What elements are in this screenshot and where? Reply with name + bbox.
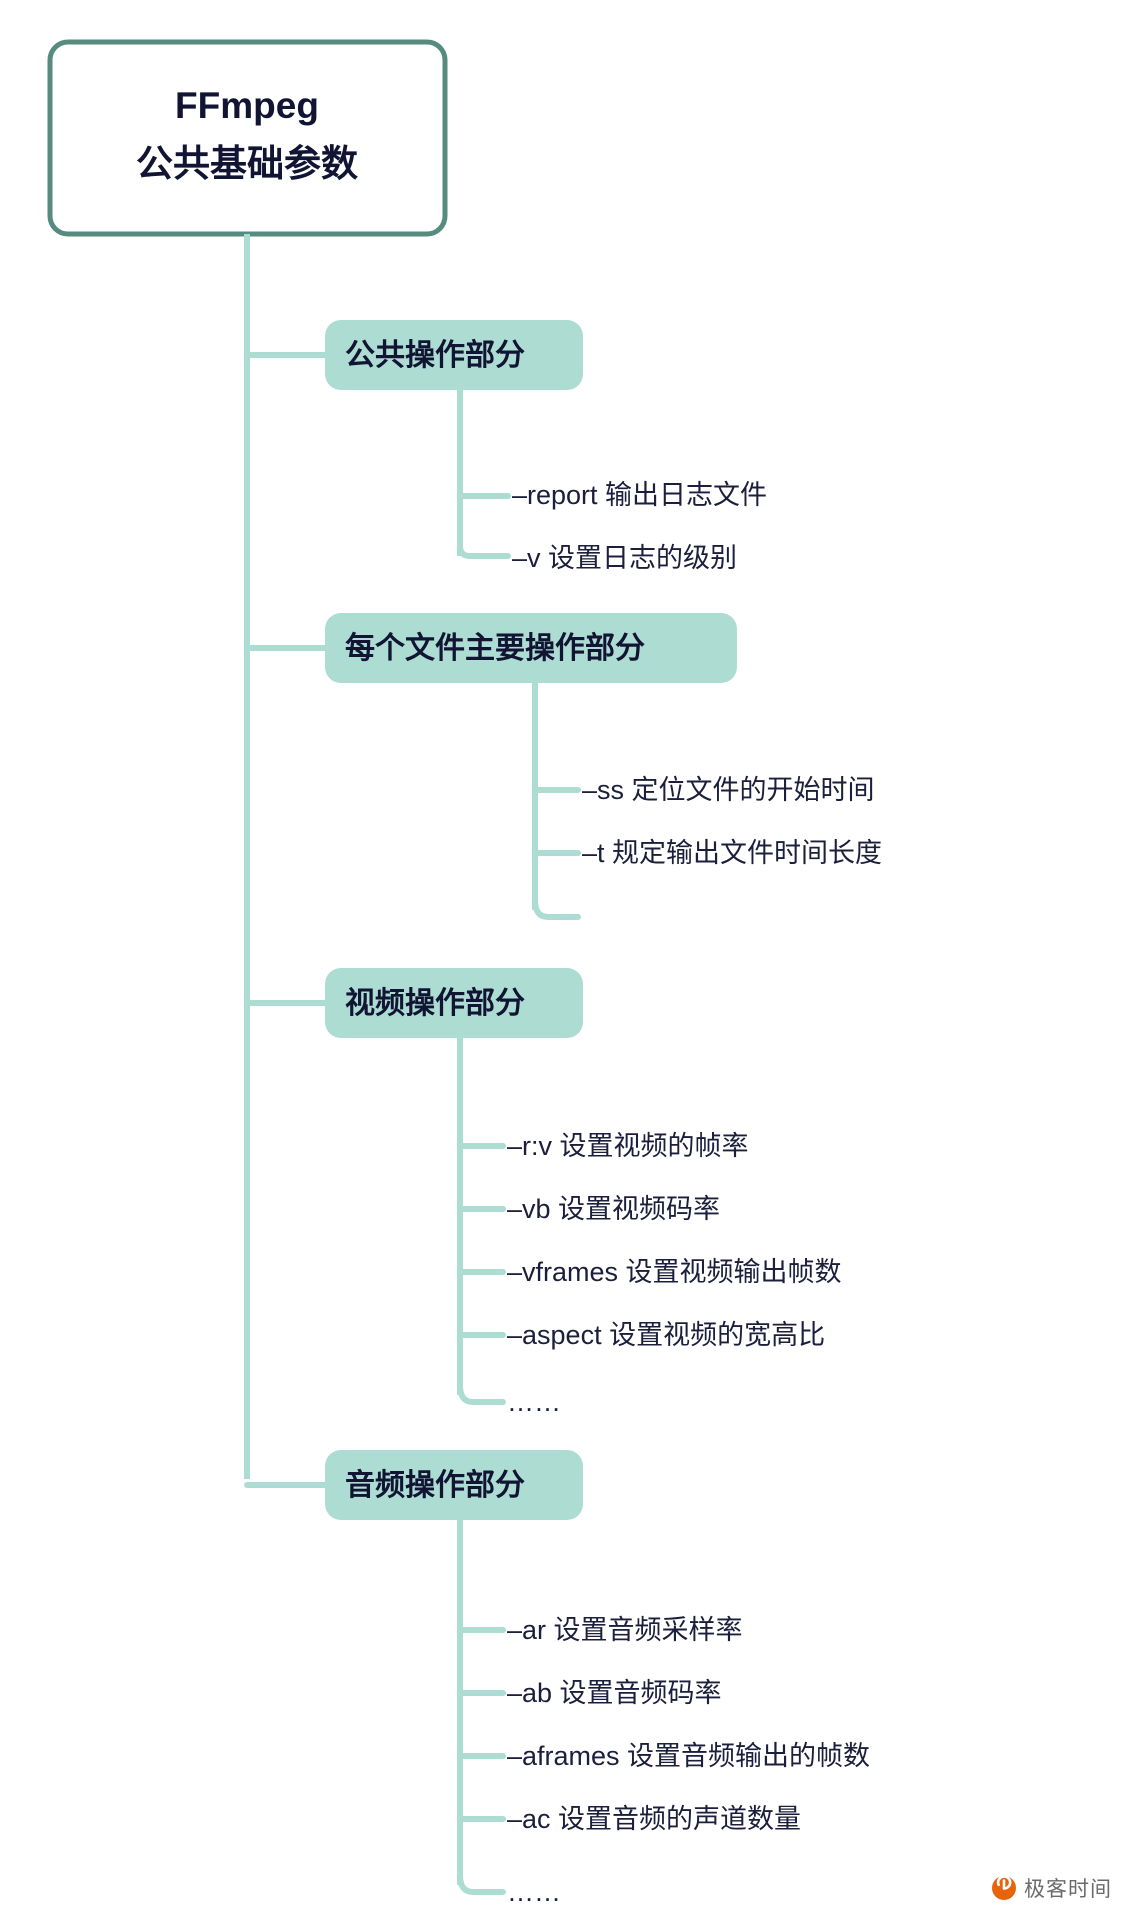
leaf-label-3-2: –vb 设置视频码率 [507, 1194, 720, 1224]
branch-node-2-box[interactable] [325, 613, 737, 683]
root-title-line2: 公共基础参数 [136, 143, 358, 184]
leaf-label-4-2: –ab 设置音频码率 [507, 1678, 722, 1708]
branch-node-3-label: 视频操作部分 [345, 986, 525, 1020]
leaf-label-4-1: –ar 设置音频采样率 [507, 1615, 743, 1645]
leaf-connector-3-5 [457, 1382, 506, 1405]
leaf-label-3-4: –aspect 设置视频的宽高比 [507, 1320, 825, 1350]
leaf-label-4-3: –aframes 设置音频输出的帧数 [507, 1741, 870, 1771]
leaf-connector-1-2 [457, 543, 511, 559]
leaf-label-3-3: –vframes 设置视频输出帧数 [507, 1257, 842, 1287]
watermark: 极客时间 [991, 1873, 1112, 1903]
leaf-label-4-4: –ac 设置音频的声道数量 [507, 1804, 801, 1834]
leaf-label-1-1: –report 输出日志文件 [512, 480, 767, 510]
root-node-box[interactable] [47, 39, 448, 237]
leaf-label-2-2: –t 规定输出文件时间长度 [582, 838, 882, 868]
watermark-label: 极客时间 [1024, 1878, 1112, 1901]
branch-node-4-label: 音频操作部分 [345, 1468, 525, 1502]
branch-node-3-box[interactable] [325, 968, 583, 1038]
leaf-label-4-5: …… [507, 1877, 561, 1907]
branch-node-4-box[interactable] [325, 1450, 583, 1520]
branch-node-1-box[interactable] [325, 320, 583, 390]
leaf-label-2-1: –ss 定位文件的开始时间 [582, 775, 875, 805]
leaf-connector-4-5 [457, 1872, 506, 1895]
branch-node-2-label: 每个文件主要操作部分 [345, 631, 645, 665]
root-title-line1: FFmpeg [175, 85, 319, 126]
leaf-label-3-1: –r:v 设置视频的帧率 [507, 1131, 749, 1161]
leaf-label-1-2: –v 设置日志的级别 [512, 543, 737, 573]
branch-node-1-label: 公共操作部分 [345, 338, 525, 372]
leaf-connector-2-3 [532, 897, 581, 920]
leaf-label-3-5: …… [507, 1387, 561, 1417]
geekbang-logo-icon [992, 1875, 1016, 1900]
